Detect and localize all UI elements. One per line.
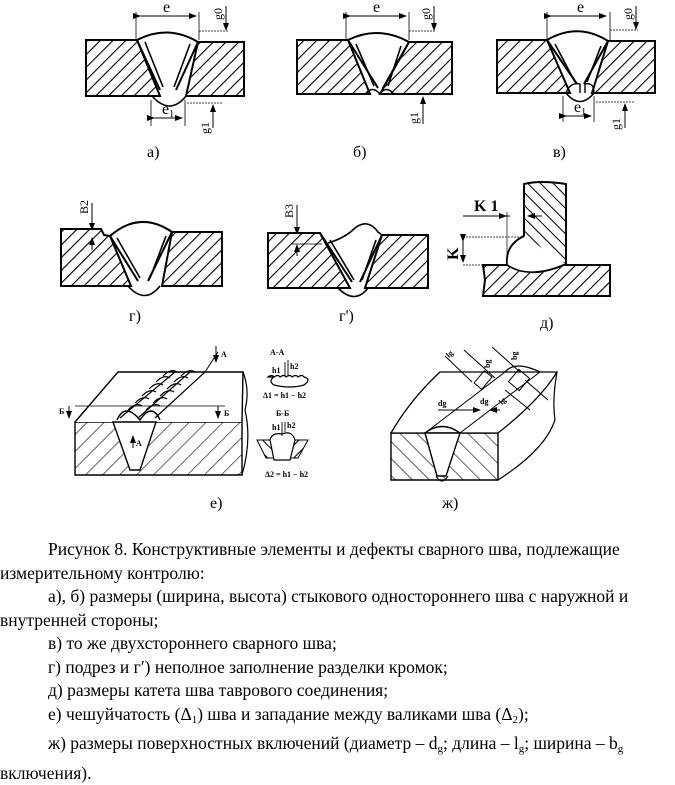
dim-B2-label: B2 <box>77 200 91 214</box>
h1-label: h1 <box>272 366 280 375</box>
panel-zh-surface-inclusions: dg dg lg bg bg lg ж) <box>391 347 557 512</box>
h2-label: h2 <box>287 421 295 430</box>
h2-label: h2 <box>290 362 298 371</box>
dim-g1-label: g1 <box>407 112 421 124</box>
panel-label-b: б) <box>353 144 366 161</box>
panel-g-prime-incomplete-fill: B3 г') <box>268 204 428 325</box>
dim-e-label: e <box>373 0 380 16</box>
dim-e-label: e <box>577 0 584 16</box>
caption-item-zh-cont: включения). <box>0 762 670 785</box>
section-BB-detail: Б-Б h1 h2 Δ2 = h1 − h2 <box>257 409 308 479</box>
bg-label: bg <box>510 352 519 360</box>
caption-title-cont: измерительному контролю: <box>0 562 670 586</box>
caption-item-v: в) то же двухстороннего сварного шва; <box>0 632 670 656</box>
panel-label-d: д) <box>540 315 553 332</box>
bg-label: bg <box>483 360 492 368</box>
section-AA-detail: А-А h1 h2 Δ1 = h1 − h2 <box>263 348 308 400</box>
section-AA-title: А-А <box>270 348 284 357</box>
panel-label-e: е) <box>210 495 222 512</box>
section-A-label: A <box>221 350 227 359</box>
dg-label: dg <box>480 397 488 406</box>
dim-K-label: K <box>445 247 462 260</box>
panel-d-fillet-weld: K 1 K д) <box>445 182 610 332</box>
panel-e-multipass-weld: A A Б Б А-А h1 h2 Δ1 = h1 − h2 Б-Б h1 h2… <box>59 346 308 512</box>
welding-figure: e e1 g0 g1 а) e g0 g1 б) <box>0 0 675 535</box>
panel-label-v: в) <box>553 144 566 161</box>
caption-title: Рисунок 8. Конструктивные элементы и деф… <box>0 538 670 562</box>
caption-item-ab-cont: внутренней стороны; <box>0 609 670 633</box>
section-B-label: Б <box>224 409 229 418</box>
dim-g0-label: g0 <box>621 8 635 20</box>
dim-B3-label: B3 <box>282 204 296 218</box>
panel-label-g-prime: г') <box>339 308 354 325</box>
dg-label: dg <box>438 399 446 408</box>
h1-label: h1 <box>272 423 280 432</box>
dim-K1-label: K 1 <box>474 198 498 215</box>
delta1-formula: Δ1 = h1 − h2 <box>263 391 306 400</box>
dim-e1-label: e1 <box>162 101 174 120</box>
dim-e1-label: e1 <box>574 99 586 118</box>
dim-g1-label: g1 <box>198 122 212 134</box>
dim-g1-label: g1 <box>609 118 623 130</box>
section-BB-title: Б-Б <box>276 409 289 418</box>
dim-g0-label: g0 <box>419 8 433 20</box>
caption-item-d: д) размеры катета шва таврового соединен… <box>0 679 670 703</box>
panel-label-zh: ж) <box>441 495 458 512</box>
panel-label-a: а) <box>147 144 159 161</box>
dim-e-label: e <box>163 0 170 16</box>
section-A-label: A <box>136 439 142 448</box>
panel-a-butt-weld: e e1 g0 g1 а) <box>86 0 244 161</box>
caption-item-ab: а), б) размеры (ширина, высота) стыковог… <box>0 585 670 609</box>
lg-label: lg <box>444 349 455 360</box>
dim-g0-label: g0 <box>211 8 225 20</box>
panel-v-double-sided-weld: e e1 g0 g1 в) <box>497 0 655 161</box>
caption-item-zh: ж) размеры поверхностных включений (диам… <box>0 732 670 762</box>
figure-caption: Рисунок 8. Конструктивные элементы и деф… <box>0 538 670 785</box>
panel-g-undercut: B2 г) <box>61 200 222 325</box>
caption-item-e: е) чешуйчатость (Δ1) шва и западание меж… <box>0 703 670 733</box>
panel-b-butt-weld: e g0 g1 б) <box>297 0 452 161</box>
panel-label-g: г) <box>129 308 141 325</box>
caption-item-g: г) подрез и г′) неполное заполнение разд… <box>0 656 670 680</box>
section-B-label: Б <box>59 407 64 416</box>
delta2-formula: Δ2 = h1 − h2 <box>265 470 308 479</box>
